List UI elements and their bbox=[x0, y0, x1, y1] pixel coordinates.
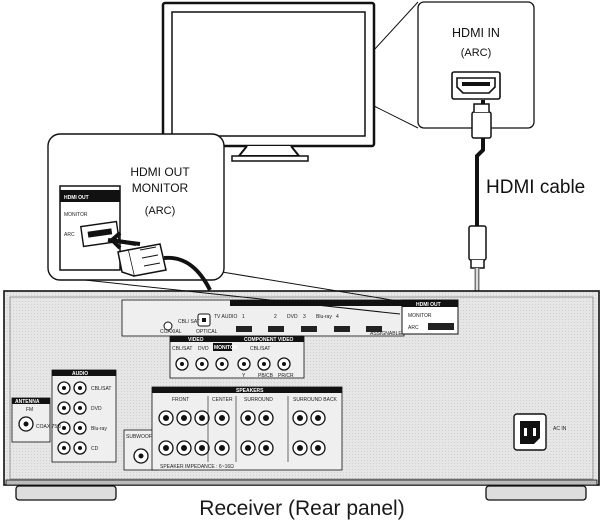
component-cbl-sat: CBL/SAT bbox=[250, 346, 270, 352]
ac-in-label: AC IN bbox=[553, 426, 567, 432]
speaker-surround: SURROUND bbox=[244, 397, 273, 403]
hdmi-input-dvd: DVD bbox=[287, 314, 298, 320]
callout-hdmi-out-label: HDMI OUT bbox=[130, 165, 190, 179]
tv-hdmi-in-label: HDMI IN bbox=[452, 26, 500, 40]
callout-monitor-small: MONITOR bbox=[64, 212, 88, 218]
hdmi-input-1: 1 bbox=[242, 314, 245, 320]
optical-jack bbox=[197, 313, 211, 327]
assignable-label: ASSIGNABLE bbox=[370, 331, 402, 337]
coaxial-jack bbox=[163, 321, 173, 331]
subwoofer-label: SUBWOOFER bbox=[126, 434, 159, 440]
antenna-label: ANTENNA bbox=[15, 399, 40, 405]
audio-input-bluray: Blu-ray bbox=[91, 426, 107, 432]
receiver-hdmi-out-callout: HDMI OUT MONITOR (ARC) HDMI OUT MONITOR … bbox=[47, 133, 405, 315]
tv-audio-label: TV AUDIO bbox=[214, 314, 237, 320]
component-y: Y bbox=[242, 373, 246, 379]
hdmi-input-4: 4 bbox=[336, 314, 339, 320]
speaker-terminals bbox=[158, 410, 326, 456]
ac-inlet bbox=[513, 413, 547, 451]
callout-badge: HDMI OUT bbox=[64, 195, 89, 201]
tv-arc-label: (ARC) bbox=[461, 47, 492, 59]
component-pr: PR/CR bbox=[278, 373, 294, 379]
hdmi-input-2: 2 bbox=[274, 314, 277, 320]
audio-input-dvd: DVD bbox=[91, 406, 102, 412]
callout-monitor-label: MONITOR bbox=[132, 181, 189, 195]
speaker-center: CENTER bbox=[212, 397, 233, 403]
figure-caption: Receiver (Rear panel) bbox=[199, 497, 405, 520]
component-pb: PB/CB bbox=[258, 373, 274, 379]
speaker-front: FRONT bbox=[172, 397, 189, 403]
speakers-label: SPEAKERS bbox=[236, 388, 264, 394]
hdmi-cable-label: HDMI cable bbox=[486, 177, 585, 198]
speaker-surround-back: SURROUND BACK bbox=[293, 397, 338, 403]
hdmi-cable bbox=[454, 100, 492, 325]
fm-label: FM bbox=[26, 407, 33, 413]
video-monitor-label: MONITOR bbox=[214, 345, 238, 351]
video-label: VIDEO bbox=[188, 337, 204, 343]
hdmi-input-ports bbox=[236, 326, 382, 332]
audio-input-cd: CD bbox=[91, 446, 99, 452]
audio-label: AUDIO bbox=[72, 371, 88, 377]
panel-hdmi-out-badge: HDMI OUT bbox=[416, 302, 441, 308]
audio-input-cbl-sat: CBL/SAT bbox=[91, 386, 111, 392]
audio-jacks bbox=[57, 381, 87, 455]
optical-label: OPTICAL bbox=[196, 329, 218, 335]
hdmi-input-3: 3 bbox=[303, 314, 306, 320]
tv-hdmi-in-callout: HDMI IN (ARC) bbox=[373, 1, 535, 129]
receiver-rear-panel: 1 2 DVD 3 Blu-ray 4 ASSIGNABLE OPTICAL T… bbox=[3, 290, 600, 501]
video-in-dvd: DVD bbox=[198, 346, 209, 352]
hdmi-input-bluray: Blu-ray bbox=[316, 314, 332, 320]
panel-hdmi-out-port bbox=[428, 323, 454, 330]
coaxial-label: COAXIAL bbox=[160, 329, 182, 335]
component-video-label: COMPONENT VIDEO bbox=[244, 337, 294, 343]
panel-hdmi-out-monitor: MONITOR bbox=[408, 313, 432, 319]
cbl-sat-label: CBL/ SAT bbox=[178, 319, 200, 325]
callout-arc-small: ARC bbox=[64, 232, 75, 238]
video-jacks bbox=[175, 357, 291, 371]
video-in-cbl-sat: CBL/SAT bbox=[172, 346, 192, 352]
tv-illustration bbox=[161, 1, 376, 162]
fm-sub-label: COAX 75Ω bbox=[36, 424, 61, 430]
panel-hdmi-out-arc: ARC bbox=[408, 325, 419, 331]
hdmi-port-icon bbox=[451, 71, 501, 100]
speaker-impedance: SPEAKER IMPEDANCE : 6~16Ω bbox=[160, 464, 234, 470]
hdmi-plug-icon bbox=[117, 243, 212, 291]
callout-arc-label: (ARC) bbox=[145, 205, 176, 217]
